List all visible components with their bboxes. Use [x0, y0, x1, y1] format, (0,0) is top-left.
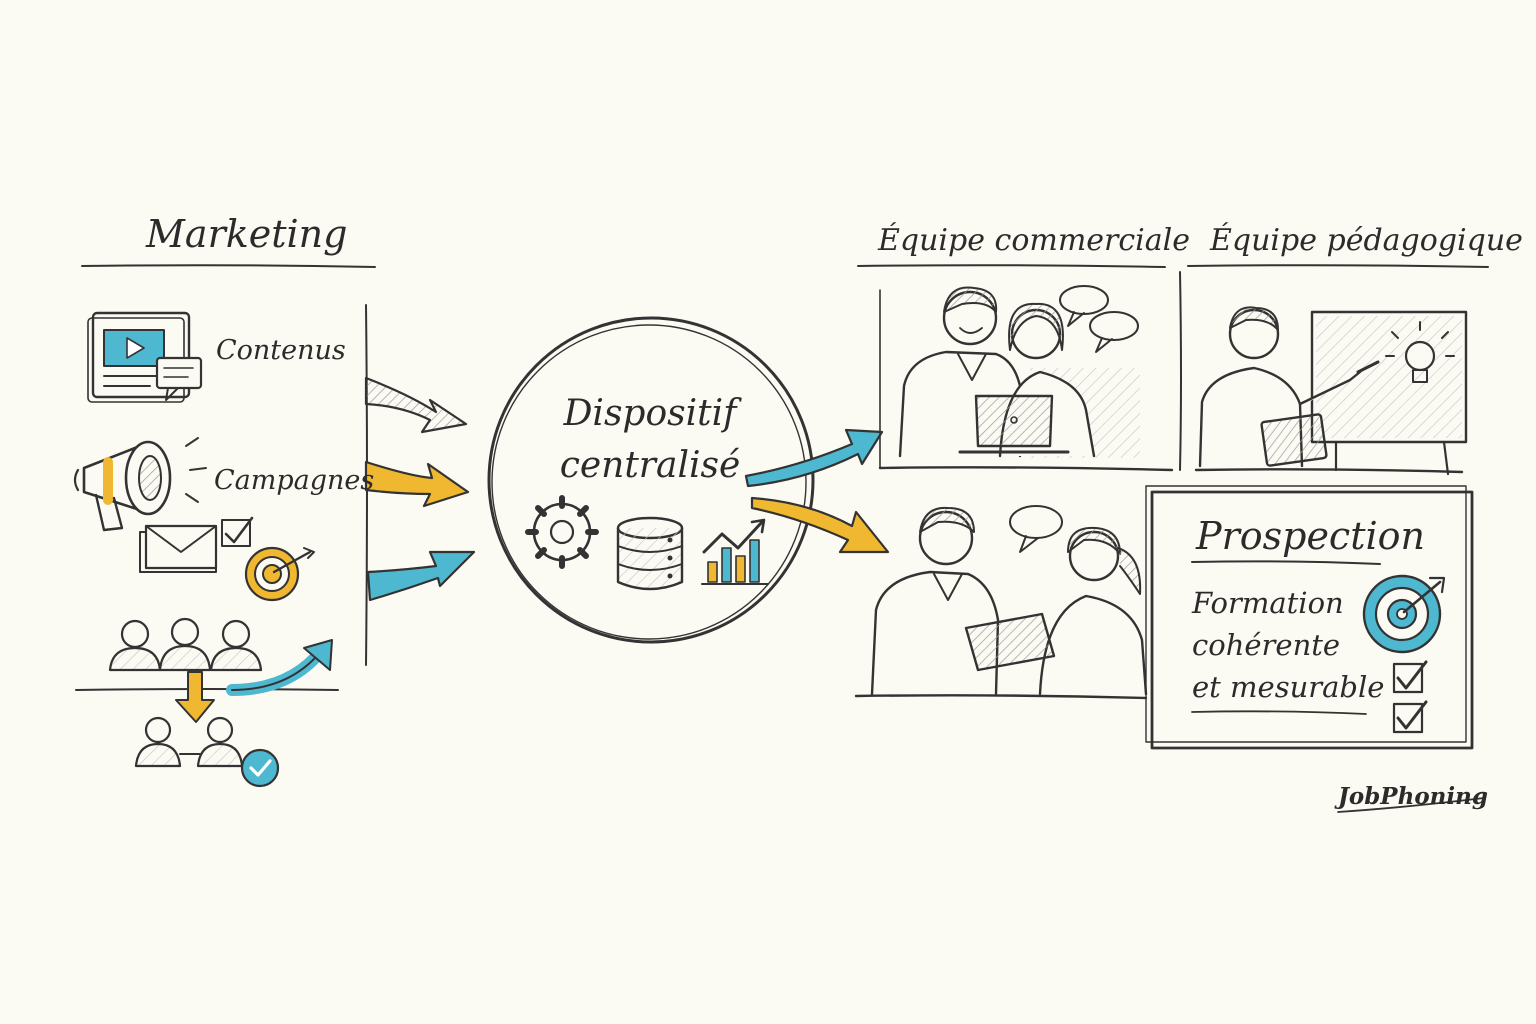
- arrow-audience: [366, 550, 476, 602]
- arrow-to-prospection: [750, 496, 890, 554]
- prospection-team-illustration: [854, 505, 1148, 700]
- lightbulb-icon: [1385, 321, 1455, 383]
- conversion-check-icon: [134, 716, 280, 788]
- result-line-coherente: cohérente: [1192, 628, 1341, 662]
- prospection-board: [1145, 485, 1474, 750]
- commercial-underline: [857, 264, 1166, 268]
- arrow-campagnes: [364, 460, 470, 508]
- center-title-line1: Dispositif: [563, 393, 737, 434]
- gear-icon: [525, 495, 599, 569]
- team-commercial-title: Équipe commerciale: [878, 223, 1190, 258]
- central-hub: [487, 316, 815, 644]
- target-icon: [244, 546, 315, 602]
- center-title-line2: centralisé: [559, 445, 741, 486]
- marketing-item-campagnes: Campagnes: [214, 465, 375, 496]
- marketing-underline: [81, 264, 376, 268]
- pedagogique-underline: [1187, 264, 1489, 268]
- checklist-icon: [1392, 660, 1428, 734]
- megaphone-icon: [73, 437, 207, 532]
- prospection-title: Prospection: [1196, 514, 1425, 558]
- database-icon: [616, 516, 684, 591]
- envelope-icon: [139, 516, 254, 573]
- pedagogique-team-illustration: [1194, 306, 1468, 476]
- video-content-icon: [87, 311, 203, 403]
- marketing-item-contenus: Contenus: [216, 335, 346, 366]
- result-line-formation: Formation: [1192, 586, 1344, 620]
- arrow-to-commercial: [744, 428, 884, 488]
- brand-swash: [1337, 797, 1485, 813]
- down-arrow-icon: [175, 671, 215, 723]
- team-separator: [1179, 271, 1182, 471]
- people-group-icon: [108, 617, 263, 672]
- commercial-team-illustration: [878, 285, 1174, 472]
- team-pedagogique-title: Équipe pédagogique: [1210, 223, 1523, 258]
- brand-logo-text: JobPhoning: [1338, 783, 1488, 810]
- arrow-contenus: [364, 376, 468, 434]
- growth-chart-icon: [701, 518, 769, 585]
- result-line-mesurable: et mesurable: [1192, 670, 1385, 704]
- result-target-icon: [1362, 574, 1446, 654]
- marketing-title: Marketing: [146, 212, 348, 256]
